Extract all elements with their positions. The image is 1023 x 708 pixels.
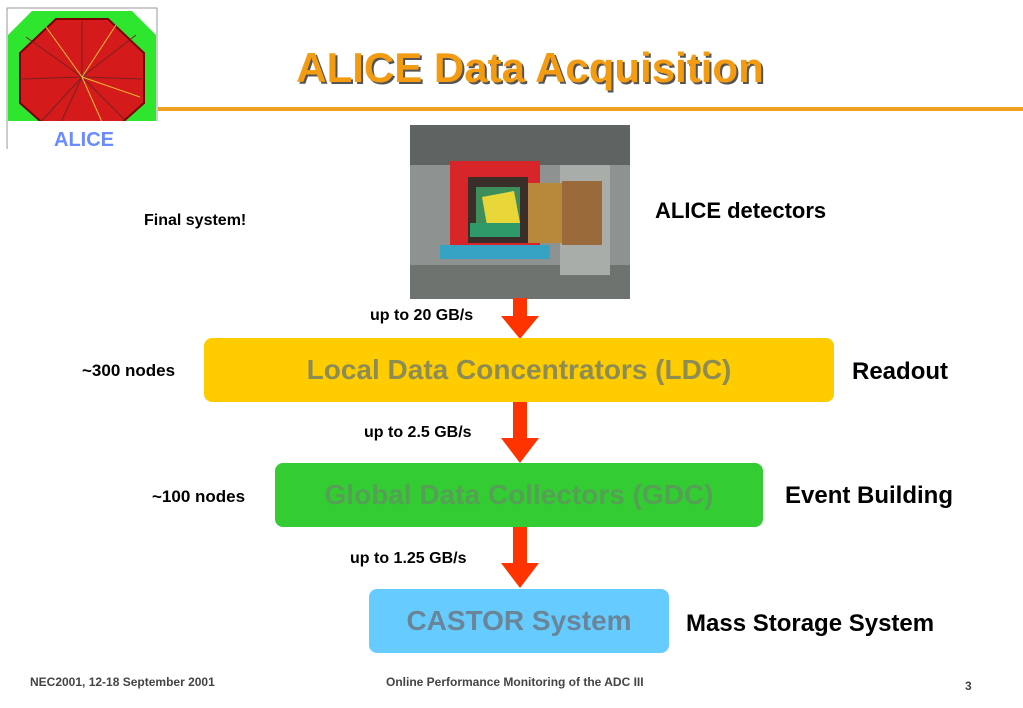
flow-arrow-2 (501, 402, 539, 469)
castor-role: Mass Storage System (686, 610, 935, 637)
page-title: ALICE Data Acquisition (296, 44, 764, 91)
ldc-role: Readout (852, 358, 948, 385)
detector-label: ALICE detectors (655, 198, 827, 223)
ldc-node-count: ~300 nodes (82, 361, 176, 380)
gdc-box: Global Data Collectors (GDC) (275, 463, 763, 527)
page-number: 3 (965, 679, 972, 693)
rate-label-3: up to 1.25 GB/s (350, 550, 467, 567)
detector-image (410, 125, 630, 299)
gdc-label: Global Data Collectors (GDC) (324, 479, 714, 510)
ldc-label: Local Data Concentrators (LDC) (306, 354, 732, 385)
gdc-role: Event Building (785, 482, 953, 509)
alice-logo-graphic: ALICE (6, 7, 158, 151)
footer-left: NEC2001, 12-18 September 2001 (30, 675, 215, 689)
castor-label: CASTOR System (406, 605, 632, 636)
title-rule (158, 107, 1023, 111)
castor-box: CASTOR System (369, 589, 669, 653)
alice-logo: ALICE (6, 7, 158, 151)
gdc-node-count: ~100 nodes (152, 487, 246, 506)
final-system-note: Final system! (144, 212, 247, 229)
flow-arrow-1 (501, 298, 539, 345)
flow-arrow-3 (501, 527, 539, 594)
footer-center: Online Performance Monitoring of the ADC… (386, 675, 644, 689)
ldc-box: Local Data Concentrators (LDC) (204, 338, 834, 402)
alice-logo-text: ALICE (54, 129, 114, 149)
rate-label-2: up to 2.5 GB/s (364, 424, 472, 441)
rate-label-1: up to 20 GB/s (370, 307, 474, 324)
